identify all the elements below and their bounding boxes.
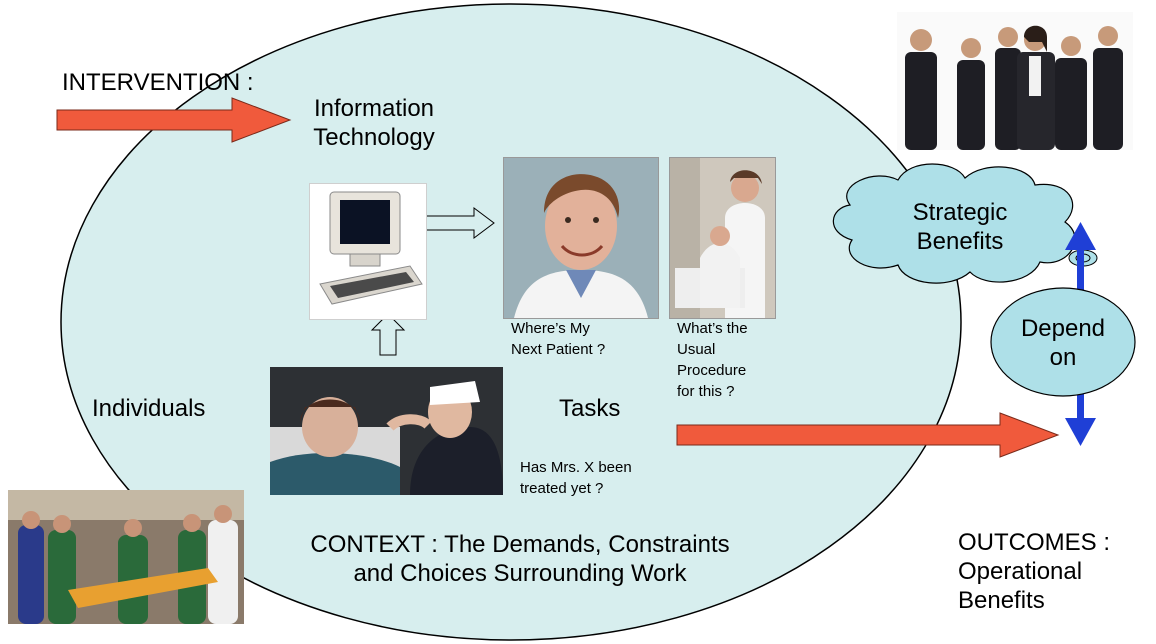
computer-to-doctor-arrow <box>424 207 495 239</box>
context-line2: and Choices Surrounding Work <box>353 560 687 587</box>
context-line1: CONTEXT : The Demands, Constraints <box>310 531 730 558</box>
lab-workers-photo <box>669 157 776 319</box>
usual-procedure-line4: for this ? <box>677 383 735 400</box>
usual-procedure-note: What’s the Usual Procedure for this ? <box>677 318 748 402</box>
it-label-line1: Information <box>313 95 435 122</box>
intervention-heading: INTERVENTION : <box>62 69 254 96</box>
depend-line1: Depend <box>1020 315 1106 342</box>
nurse-to-computer-arrow <box>370 313 406 356</box>
next-patient-note: Where’s My Next Patient ? <box>511 318 605 360</box>
strategic-benefits-label: Strategic Benefits <box>885 198 1035 256</box>
business-people-photo <box>897 12 1133 150</box>
individuals-label: Individuals <box>92 395 206 422</box>
treated-note: Has Mrs. X been treated yet ? <box>520 457 632 499</box>
it-label-line2: Technology <box>313 124 435 151</box>
depend-bubble <box>990 287 1136 397</box>
treated-line1: Has Mrs. X been <box>520 459 632 476</box>
outcomes-line2: Operational <box>958 558 1083 585</box>
outcomes-label: OUTCOMES : Operational Benefits <box>958 528 1110 615</box>
tasks-to-outcomes-arrow <box>676 412 1060 458</box>
computer-photo <box>309 183 427 320</box>
information-technology-label: Information Technology <box>290 94 458 152</box>
usual-procedure-line1: What’s the <box>677 320 748 337</box>
nurse-photo <box>270 367 503 495</box>
depend-line2: on <box>1049 344 1077 371</box>
next-patient-line1: Where’s My <box>511 320 590 337</box>
next-patient-line2: Next Patient ? <box>511 341 606 358</box>
intervention-arrow <box>56 97 292 143</box>
doctor-photo <box>503 157 659 319</box>
usual-procedure-line3: Procedure <box>677 362 747 379</box>
emergency-team-photo <box>8 490 244 624</box>
usual-procedure-line2: Usual <box>677 341 716 358</box>
outcomes-line3: Benefits <box>958 587 1045 614</box>
depend-on-label: Depend on <box>1003 314 1123 372</box>
context-label: CONTEXT : The Demands, Constraints and C… <box>250 530 790 588</box>
tasks-label: Tasks <box>559 395 621 422</box>
strategic-line1: Strategic <box>912 199 1008 226</box>
treated-line2: treated yet ? <box>520 480 604 497</box>
strategic-line2: Benefits <box>916 228 1004 255</box>
outcomes-line1: OUTCOMES : <box>958 529 1111 556</box>
